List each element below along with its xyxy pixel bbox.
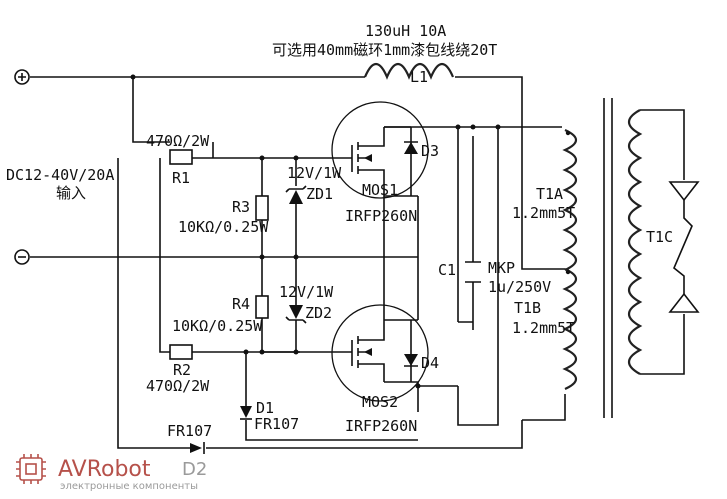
mosfet-mos1-symbol (331, 101, 429, 199)
zd2-ref-label: ZD2 (305, 304, 332, 322)
d2-ref-label: D2 (182, 459, 207, 480)
wires (30, 76, 566, 449)
r2-ref-label: R2 (173, 361, 191, 379)
r1-ref-label: R1 (172, 169, 190, 187)
inductor-ref-label: L1 (410, 68, 428, 86)
zd2-value-label: 12V/1W (279, 283, 334, 301)
resistor-r4-symbol (255, 295, 269, 319)
d1-part-label: FR107 (254, 415, 299, 433)
t1b-ref-label: T1B (514, 299, 541, 317)
t1c-ref-label: T1C (646, 228, 673, 246)
c1-ref-label: C1 (438, 261, 456, 279)
resistor-r2-symbol (169, 344, 193, 360)
minus-terminal-icon (14, 249, 30, 265)
c1-value-label: 1u/250V (488, 278, 551, 296)
transformer-t1 (562, 98, 700, 418)
avrobot-logo: AVRobot электронные компоненты (16, 454, 198, 492)
resistor-r3-symbol (255, 195, 269, 221)
diode-d1-symbol (240, 406, 252, 420)
zd1-value-label: 12V/1W (287, 164, 342, 182)
chip-icon (16, 454, 46, 484)
diode-d2-symbol (190, 442, 205, 454)
plus-terminal-icon (14, 69, 30, 85)
zener-zd2-symbol (285, 305, 307, 324)
mos2-ref-label: MOS2 (362, 393, 398, 411)
d2-part-label: FR107 (167, 422, 212, 440)
r4-value-label: 10KΩ/0.25W (172, 317, 263, 335)
zener-zd1-symbol (285, 185, 307, 204)
mos2-part-label: IRFP260N (345, 417, 417, 435)
r3-value-label: 10KΩ/0.25W (178, 218, 269, 236)
logo-brand-text: AVRobot (58, 457, 151, 482)
c1-type-label: MKP (488, 259, 515, 277)
mos1-part-label: IRFP260N (345, 207, 417, 225)
mos1-ref-label: MOS1 (362, 181, 398, 199)
r2-value-label: 470Ω/2W (146, 377, 210, 395)
zd1-ref-label: ZD1 (306, 185, 333, 203)
t1b-spec-label: 1.2mm5T (512, 319, 575, 337)
t1a-spec-label: 1.2mm5T (512, 204, 575, 222)
junction-dots (130, 74, 501, 389)
t1a-ref-label: T1A (536, 185, 563, 203)
mosfet-mos2-symbol (331, 304, 429, 402)
input-spec-label: DC12-40V/20A (6, 166, 114, 184)
input-terminals (14, 69, 30, 265)
r1-value-label: 470Ω/2W (146, 132, 210, 150)
inductor-value-label: 130uH 10A (365, 22, 446, 40)
d4-ref-label: D4 (421, 354, 439, 372)
inductor-l1 (363, 62, 455, 80)
capacitor-c1-symbol (465, 261, 481, 283)
inductor-note-label: 可选用40mm磁环1mm漆包线绕20T (272, 41, 497, 59)
d1-ref-label: D1 (256, 399, 274, 417)
d3-ref-label: D3 (421, 142, 439, 160)
logo-tagline-text: электронные компоненты (60, 481, 198, 492)
resistor-r1-symbol (169, 149, 193, 165)
r4-ref-label: R4 (232, 295, 250, 313)
input-label: 输入 (56, 184, 86, 202)
r3-ref-label: R3 (232, 198, 250, 216)
